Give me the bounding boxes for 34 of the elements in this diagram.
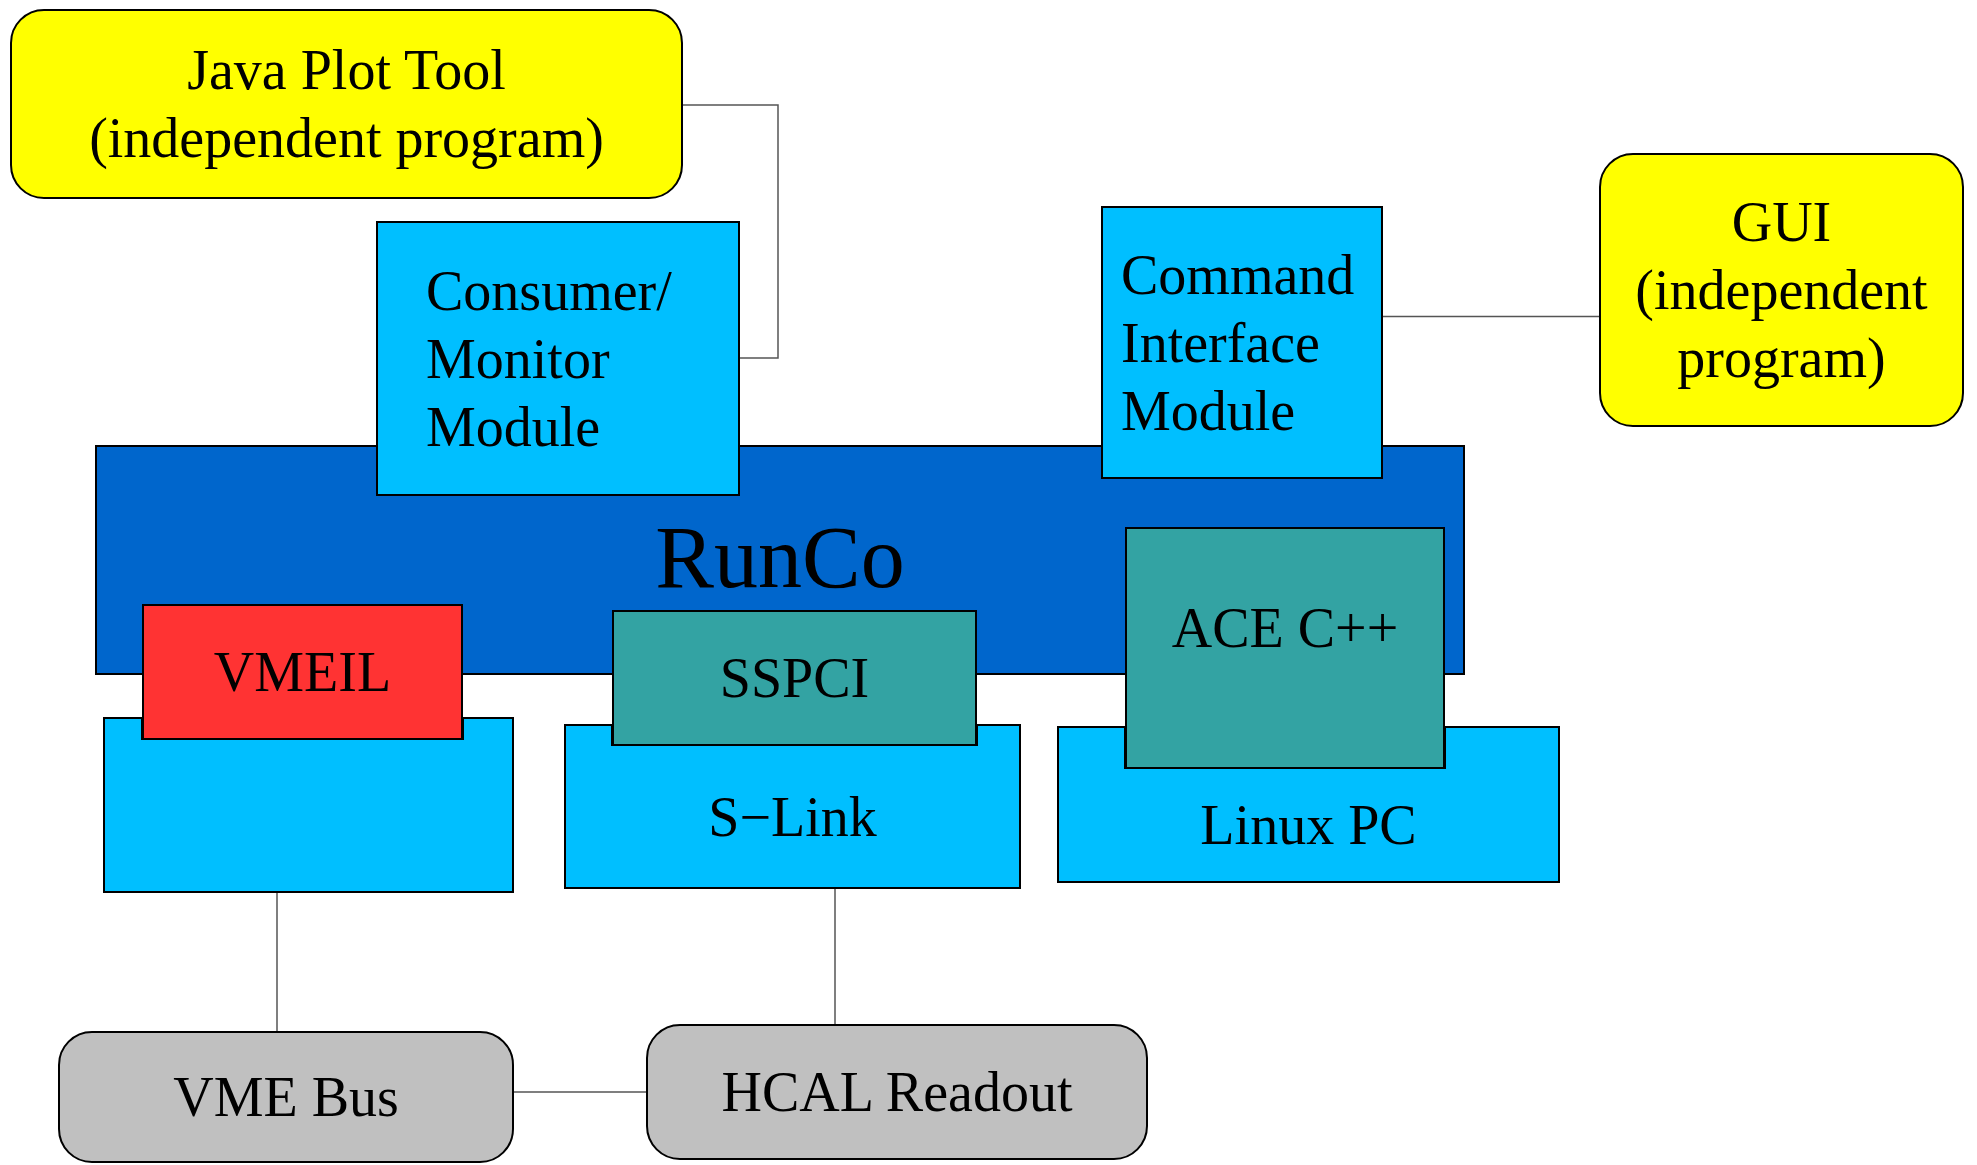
hardware-box-top-edge xyxy=(462,717,514,741)
connector-line xyxy=(682,104,779,359)
hardware-box xyxy=(103,740,514,893)
program-box xyxy=(10,9,683,199)
node-label: Command Interface Module xyxy=(1121,242,1356,444)
node-label: Linux PC xyxy=(1200,793,1417,858)
module-box xyxy=(1101,206,1383,479)
library-box xyxy=(612,610,977,746)
node-label: S−Link xyxy=(708,784,877,850)
program-box xyxy=(1599,153,1964,427)
hardware-box xyxy=(58,1031,514,1163)
hardware-box xyxy=(646,1024,1148,1160)
node-label: GUI (independent program) xyxy=(1634,190,1929,391)
library-box xyxy=(1125,527,1445,769)
node-label: RunCo xyxy=(655,508,905,609)
node-label: Consumer/ Monitor Module xyxy=(426,258,673,460)
hardware-box-top-edge xyxy=(564,724,613,747)
module-box xyxy=(376,221,740,496)
library-box xyxy=(142,604,463,740)
node-label: VMEIL xyxy=(213,640,392,705)
hardware-box-top-edge xyxy=(103,717,143,741)
connector-line xyxy=(513,1091,647,1093)
node-label: Java Plot Tool (independent program) xyxy=(88,38,605,171)
connector-line xyxy=(276,892,278,1032)
node-label: ACE C++ xyxy=(1171,596,1399,661)
node-label: VME Bus xyxy=(173,1065,399,1130)
connector-line xyxy=(834,888,836,1025)
hardware-box-top-edge xyxy=(1444,726,1560,770)
node-label: HCAL Readout xyxy=(721,1060,1073,1125)
connector-line xyxy=(1382,315,1600,318)
hardware-box-top-edge xyxy=(1057,726,1126,770)
node-label: SSPCI xyxy=(719,646,870,711)
hardware-box xyxy=(564,746,1021,889)
hardware-box-top-edge xyxy=(976,724,1021,747)
